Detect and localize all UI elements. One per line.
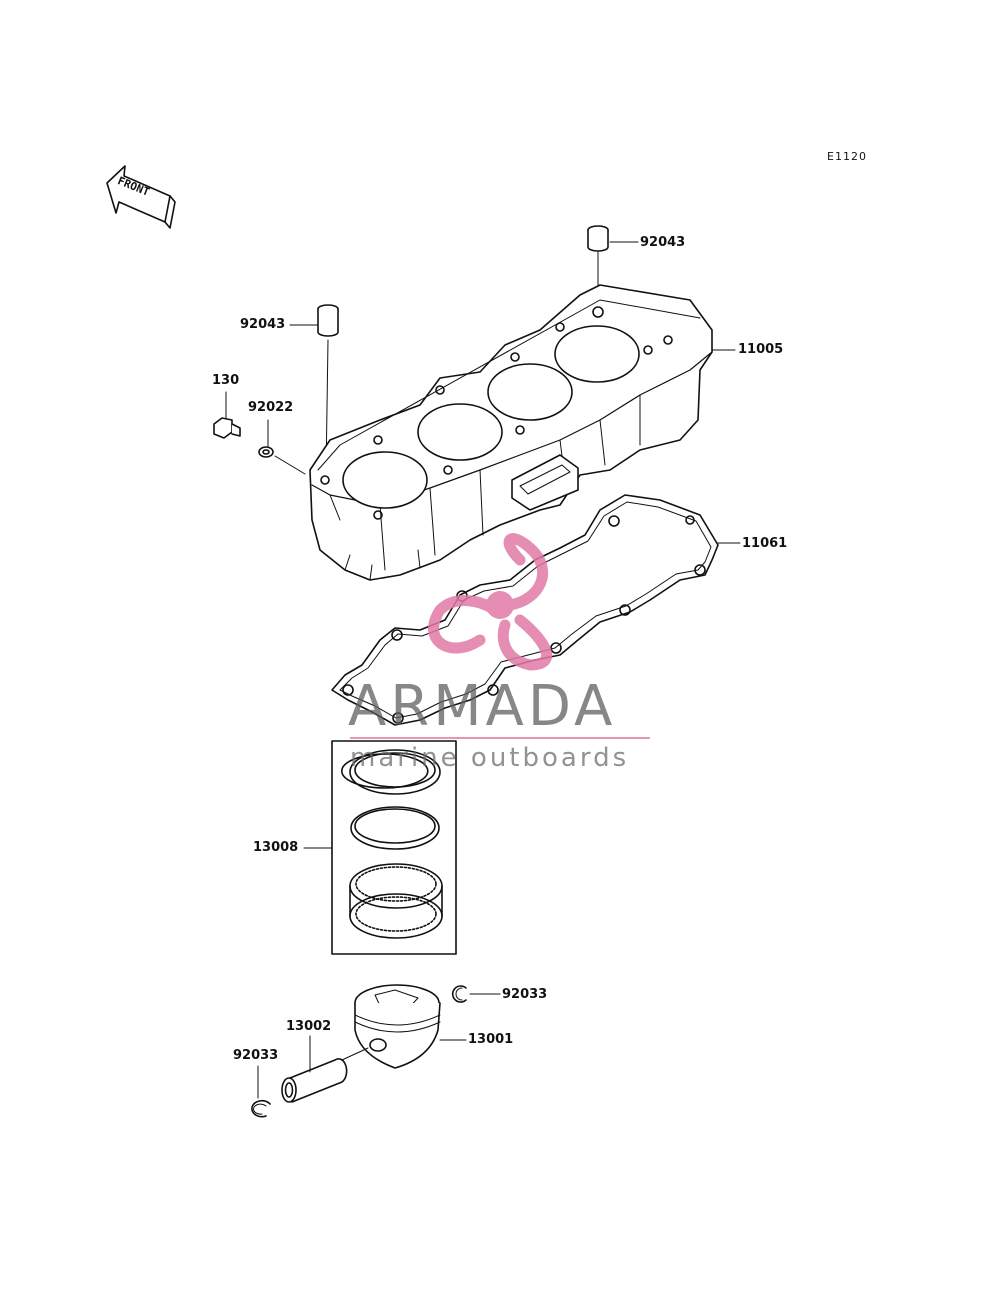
part-label-cylinder[interactable]: 11005 — [738, 342, 784, 357]
piston-icon — [354, 984, 467, 1069]
watermark-brand: ARMADA — [348, 674, 617, 739]
part-label-bolt[interactable]: 130 — [212, 373, 240, 388]
armada-logo-icon — [428, 533, 553, 671]
part-label-gasket[interactable]: 11061 — [742, 536, 788, 551]
cylinder-block-icon — [309, 284, 736, 581]
circlip-left-icon — [251, 1065, 271, 1118]
part-label-dowel-top[interactable]: 92043 — [640, 235, 686, 250]
part-label-ring-set[interactable]: 13008 — [253, 840, 299, 855]
circlip-right-icon — [451, 985, 501, 1003]
diagram-code: E1120 — [827, 150, 867, 163]
part-label-circlip-right[interactable]: 92033 — [502, 987, 548, 1002]
part-label-circlip-left[interactable]: 92033 — [233, 1048, 279, 1063]
watermark-tagline: marine outboards — [350, 743, 630, 773]
piston-pin-icon — [281, 1035, 369, 1103]
bolt-icon — [213, 391, 241, 439]
dowel-pin-left-icon — [317, 304, 339, 476]
part-label-washer[interactable]: 92022 — [248, 400, 294, 415]
part-label-dowel-left[interactable]: 92043 — [240, 317, 286, 332]
piston-ring-set-icon — [303, 740, 457, 955]
head-gasket-icon — [331, 494, 741, 726]
part-label-piston[interactable]: 13001 — [468, 1032, 514, 1047]
front-arrow-icon — [106, 165, 176, 229]
part-label-pin[interactable]: 13002 — [286, 1019, 332, 1034]
washer-icon — [258, 419, 306, 475]
